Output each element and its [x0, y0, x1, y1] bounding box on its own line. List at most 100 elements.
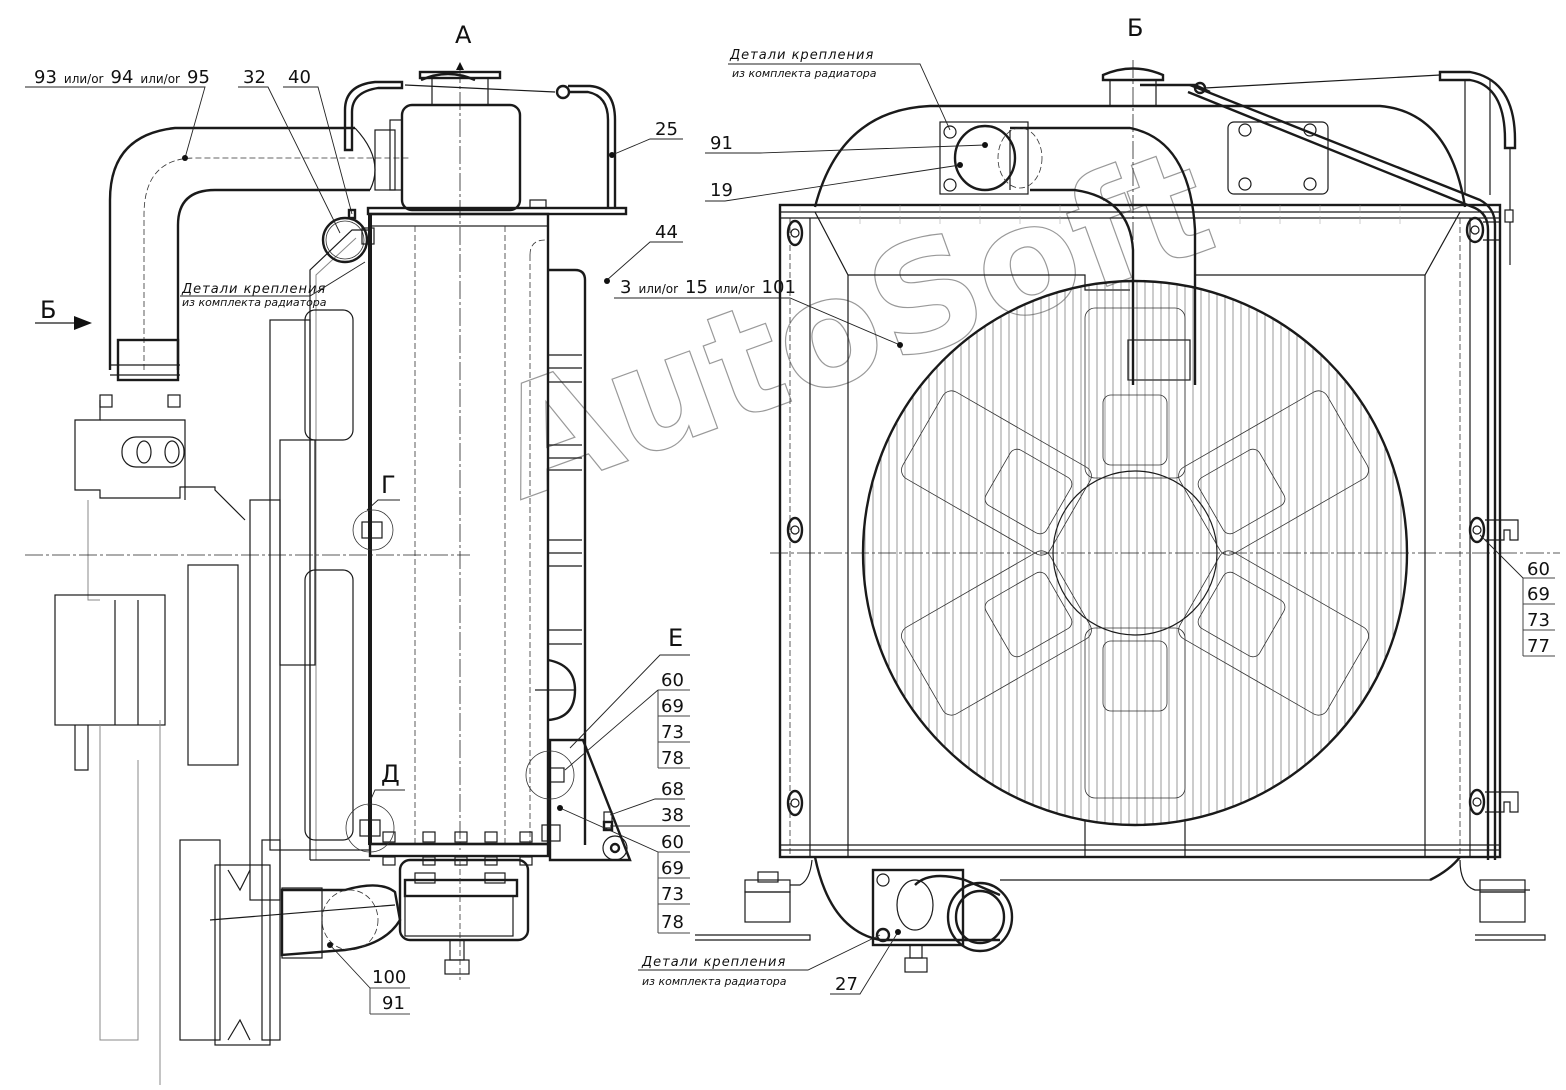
fan-blade — [1178, 390, 1369, 556]
overflow-pipe-front — [1140, 70, 1517, 860]
fasteners-note-line1: Детали крепления — [181, 282, 326, 297]
fasteners-note-line1: Детали крепления — [729, 48, 874, 63]
fan-blade — [1178, 550, 1369, 716]
stack-right-73: 73 — [1527, 610, 1550, 631]
blade-mount-pad — [1102, 394, 1168, 466]
fan-shroud-front — [814, 211, 1461, 857]
fasteners-note-line1: Детали крепления — [641, 955, 786, 970]
ili-text: или/or — [64, 72, 104, 86]
callout-40-text: 40 — [288, 67, 311, 88]
tank-mount-plate-right — [1227, 121, 1329, 195]
fasteners-note-line2: из комплекта радиатора — [642, 975, 787, 988]
fan-blade — [1084, 627, 1186, 799]
fasteners-note-left: Детали крепления из комплекта радиатора — [180, 261, 366, 309]
callout-94: 94 — [111, 67, 134, 88]
blade-mount-pad — [1197, 448, 1286, 535]
bottom-tank-front — [695, 856, 1546, 942]
stack-lower-60: 60 — [661, 832, 684, 853]
blade-mount-pad — [1197, 571, 1286, 658]
fasteners-note-line2: из комплекта радиатора — [732, 67, 877, 80]
fasteners-note-line2: из комплекта радиатора — [182, 296, 327, 309]
callout-27-text: 27 — [835, 974, 858, 995]
callout-stack-hose: 100 91 — [327, 942, 410, 1015]
callout-93: 93 — [34, 67, 57, 88]
detail-e-label: Е — [668, 624, 683, 652]
lower-housing — [398, 858, 530, 980]
callout-hose-alternatives: 93 или/or 94 или/or 95 — [25, 67, 210, 161]
view-b-title: Б — [1127, 14, 1143, 42]
filler-cap — [418, 65, 502, 850]
ili-text: или/or — [715, 282, 755, 296]
callout-44: 44 — [604, 222, 683, 284]
stack-hose-100: 100 — [372, 967, 406, 988]
callout-19: 19 — [705, 162, 963, 202]
fan-core — [861, 279, 1409, 827]
callout-38: 38 — [661, 805, 684, 826]
stack-right-77: 77 — [1527, 636, 1550, 657]
view-b-arrow-label: Б — [40, 296, 56, 324]
callout-91-right: 91 — [705, 133, 988, 154]
expansion-tank — [400, 103, 522, 212]
upper-hose-front — [953, 124, 1197, 385]
callout-stack-lower: 60 69 73 78 — [557, 805, 690, 934]
side-tank-ribs — [548, 354, 582, 645]
view-b-arrow: Б — [35, 296, 92, 330]
front-view-b: Б — [638, 14, 1560, 995]
callout-stack-e: 60 69 73 78 — [564, 670, 690, 771]
lower-outlet — [871, 868, 1014, 973]
callout-25: 25 — [609, 119, 683, 158]
stack-lower-78: 78 — [661, 912, 684, 933]
blade-mount-pad — [984, 571, 1073, 658]
callout-15: 15 — [685, 277, 708, 298]
callout-68-38: 68 38 — [602, 779, 690, 832]
callout-101: 101 — [762, 277, 796, 298]
fan-blade — [1084, 307, 1186, 479]
overflow-pipe — [343, 80, 617, 208]
callout-32-text: 32 — [243, 67, 266, 88]
svg-text:3 или/or 15: 3 или/or 15 или/or 101 — [620, 277, 796, 298]
ili-text: или/or — [140, 72, 180, 86]
stack-right-69: 69 — [1527, 584, 1550, 605]
radiator-core-side — [368, 212, 587, 846]
detail-d-label: Д — [381, 760, 400, 788]
top-tank — [813, 104, 1467, 208]
fan-shroud-side — [269, 229, 370, 861]
callout-40: 40 — [283, 67, 357, 220]
fan-blade — [901, 550, 1092, 716]
fasteners-note-top: Детали крепления из комплекта радиатора — [728, 48, 951, 131]
ili-text: или/or — [638, 282, 678, 296]
stack-hose-91: 91 — [382, 993, 405, 1014]
fan-blade — [901, 390, 1092, 556]
svg-text:93 или/or 94: 93 или/or 94 или/or 95 — [34, 67, 210, 88]
side-lugs — [786, 216, 1519, 817]
stack-lower-73: 73 — [661, 884, 684, 905]
view-a-label: А — [455, 21, 472, 49]
fasteners-note-bottom: Детали крепления из комплекта радиатора — [638, 934, 881, 988]
stack-e-69: 69 — [661, 696, 684, 717]
callout-95: 95 — [187, 67, 210, 88]
callout-44-text: 44 — [655, 222, 678, 243]
stack-e-78: 78 — [661, 748, 684, 769]
stack-e-73: 73 — [661, 722, 684, 743]
stack-e-60: 60 — [661, 670, 684, 691]
callout-stack-right: 60 69 73 77 — [1479, 534, 1555, 657]
callout-27: 27 — [830, 929, 901, 995]
callout-3: 3 — [620, 277, 631, 298]
callout-core-alternatives: 3 или/or 15 или/or 101 — [614, 277, 903, 348]
stack-right-60: 60 — [1527, 559, 1550, 580]
callout-91-text: 91 — [710, 133, 733, 154]
side-view: Б А Г Д Е 93 или/or 94 или/or 95 — [25, 21, 903, 1085]
callout-32: 32 — [238, 67, 341, 234]
stack-lower-69: 69 — [661, 858, 684, 879]
callout-68: 68 — [661, 779, 684, 800]
tank-mount-plate-left — [939, 121, 1029, 195]
lower-hose — [209, 884, 402, 959]
blade-mount-pad — [1102, 640, 1168, 712]
detail-g-label: Г — [381, 471, 396, 499]
support-bracket — [548, 738, 632, 862]
fan-blades — [901, 307, 1369, 799]
engine-block — [25, 394, 470, 1085]
upper-hose — [108, 126, 410, 382]
detail-circles — [321, 216, 575, 853]
